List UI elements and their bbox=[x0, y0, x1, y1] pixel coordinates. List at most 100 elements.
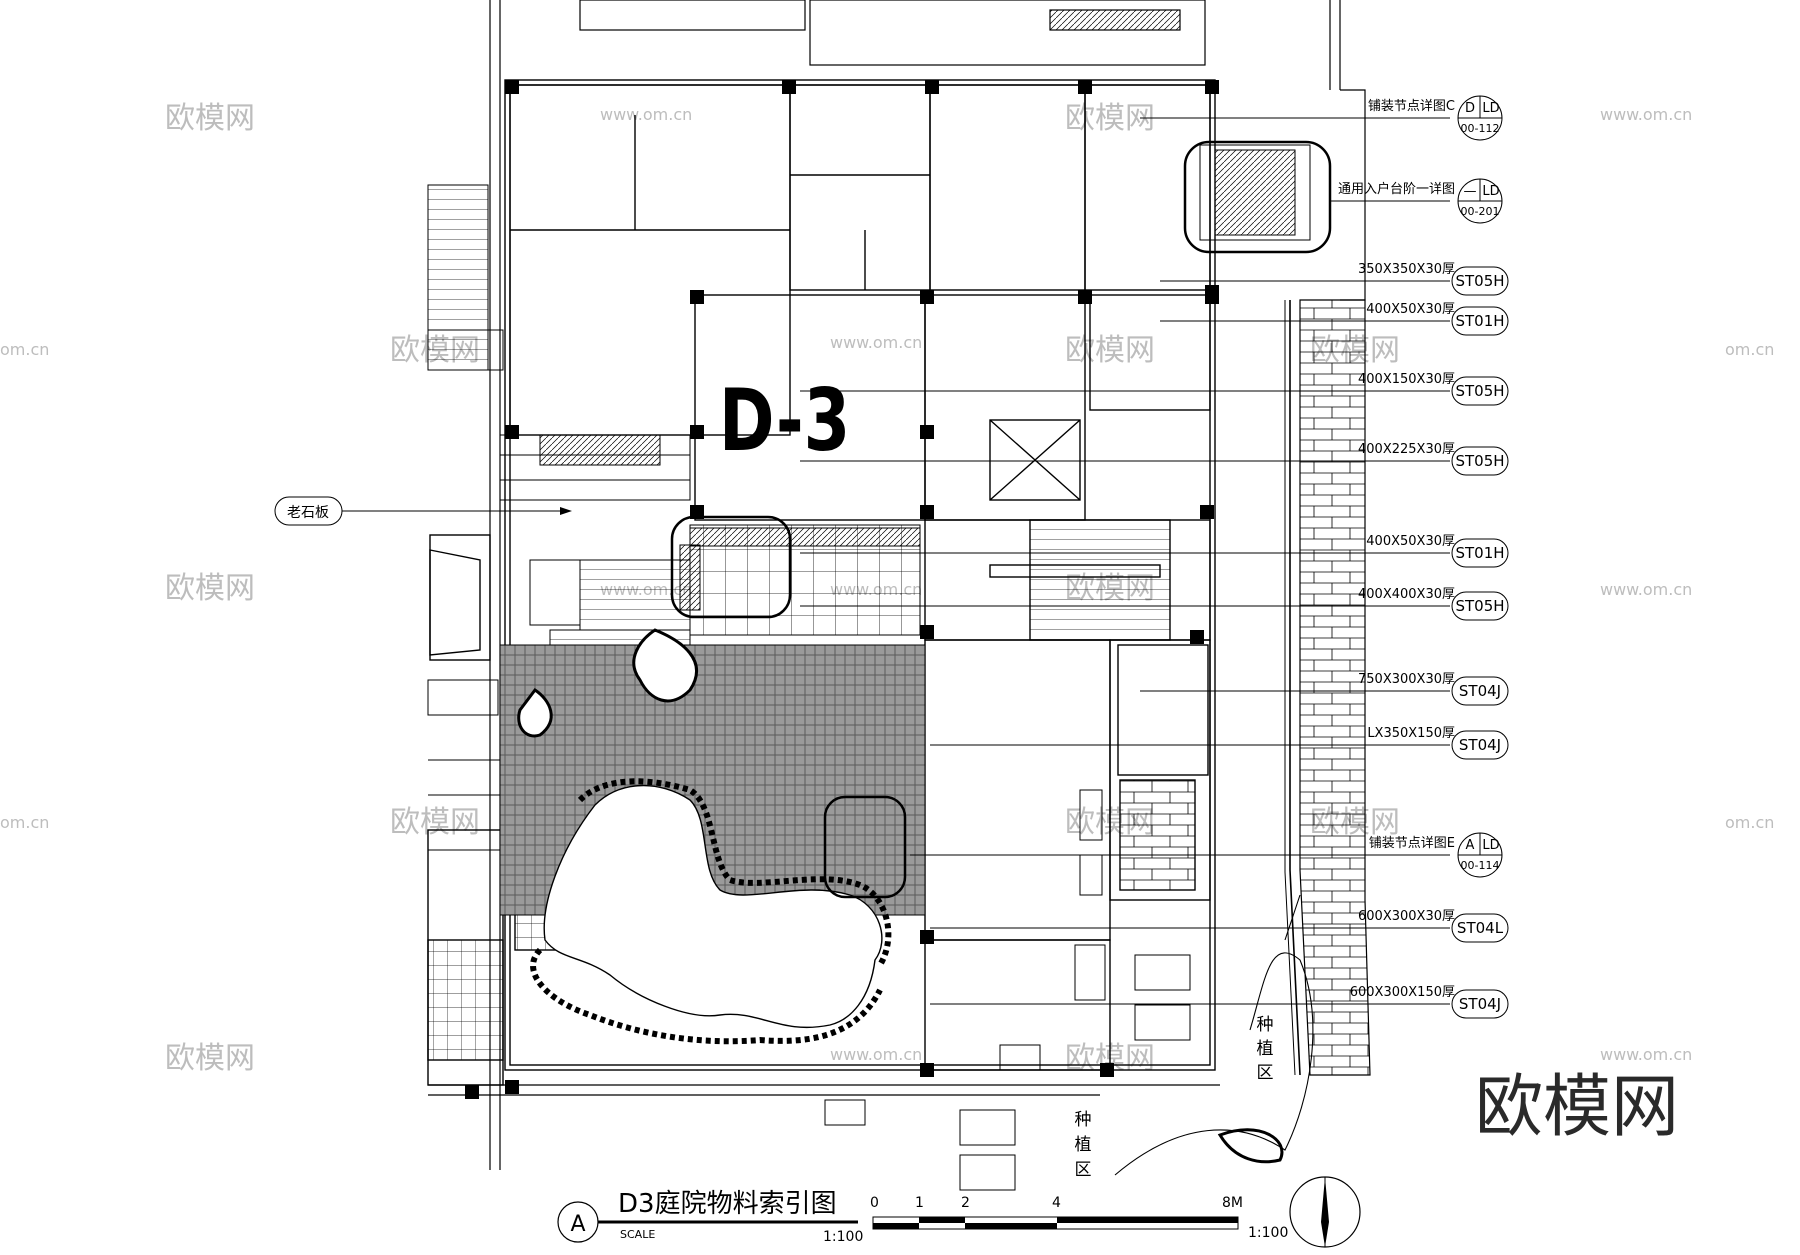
watermark-small-4: 欧模网 bbox=[165, 1041, 255, 1076]
material-code-pill-2 bbox=[1451, 266, 1509, 296]
column-19 bbox=[920, 1063, 934, 1077]
scale-tick-2: 2 bbox=[961, 1195, 970, 1211]
callout-label-10: 铺装节点详图E bbox=[1369, 836, 1455, 851]
planting-label-1-char-3: 区 bbox=[1257, 1063, 1274, 1083]
callout-0: 铺装节点详图C D LD 00-112 bbox=[1368, 95, 1503, 141]
material-code-6: ST01H bbox=[1455, 544, 1504, 562]
material-code-pill-11 bbox=[1451, 913, 1509, 943]
detail-bubble-left-0: D bbox=[1465, 101, 1475, 116]
column-20 bbox=[1100, 1063, 1114, 1077]
column-16 bbox=[920, 625, 934, 639]
material-code-pill-7 bbox=[1451, 591, 1509, 621]
watermark-url-0: www.om.cn bbox=[600, 105, 692, 124]
material-code-pill-6 bbox=[1451, 538, 1509, 568]
column-10 bbox=[505, 425, 519, 439]
watermark-url-7: www.om.cn bbox=[1600, 580, 1692, 599]
scale-tick-0: 0 bbox=[870, 1195, 879, 1211]
detail-bubble-right-0: LD bbox=[1482, 101, 1499, 116]
detail-highlights bbox=[670, 140, 1332, 899]
terrace-deck bbox=[499, 434, 921, 681]
brick-boundary-wall bbox=[1284, 299, 1371, 1076]
material-code-pill-3 bbox=[1451, 306, 1509, 336]
callout-label-5: 400X225X30厚 bbox=[1358, 442, 1455, 457]
callout-label-9: LX350X150厚 bbox=[1367, 726, 1455, 741]
watermark-url-2: www.om.cn bbox=[830, 333, 922, 352]
watermark-small-2: 欧模网 bbox=[165, 571, 255, 606]
planting-label-2-char-1: 种 bbox=[1075, 1110, 1092, 1130]
watermark-url-5: www.om.cn bbox=[830, 1045, 922, 1064]
material-code-pill-12 bbox=[1451, 989, 1509, 1019]
pond-rockery bbox=[517, 628, 892, 1045]
material-code-9: ST04J bbox=[1459, 736, 1501, 754]
scale-word: SCALE bbox=[620, 1228, 655, 1241]
column-14 bbox=[920, 505, 934, 519]
north-arrow bbox=[1289, 1176, 1361, 1248]
watermark-small-6: 欧模网 bbox=[1065, 333, 1155, 368]
material-code-7: ST05H bbox=[1455, 597, 1504, 615]
column-3 bbox=[1078, 80, 1092, 94]
planting-zone-labels: 种 植 区 种 植 区 bbox=[1075, 1015, 1274, 1180]
callout-label-2: 350X350X30厚 bbox=[1358, 262, 1455, 277]
planting-label-1-char-1: 种 bbox=[1257, 1015, 1274, 1035]
detail-bubble-sheet-0: 00-112 bbox=[1461, 122, 1500, 135]
column-15 bbox=[1200, 505, 1214, 519]
callout-label-4: 400X150X30厚 bbox=[1358, 372, 1455, 387]
column-8 bbox=[1078, 290, 1092, 304]
planting-label-2-char-2: 植 bbox=[1075, 1135, 1092, 1155]
watermark-url-8: www.om.cn bbox=[1600, 1045, 1692, 1064]
scale-bar: 0 1 2 4 8M 1:100 bbox=[870, 1195, 1288, 1241]
callout-label-3: 400X50X30厚 bbox=[1366, 302, 1455, 317]
scale-tick-8m: 8M bbox=[1222, 1195, 1243, 1211]
callout-label-12: 600X300X150厚 bbox=[1350, 985, 1455, 1000]
column-1 bbox=[782, 80, 796, 94]
left-callout-label: 老石板 bbox=[287, 505, 329, 521]
title-block: A D3庭院物料索引图 SCALE 1:100 bbox=[557, 1189, 863, 1245]
drawing-title: D3庭院物料索引图 bbox=[618, 1189, 837, 1219]
column-13 bbox=[690, 505, 704, 519]
column-7 bbox=[920, 290, 934, 304]
detail-bubble-sheet-10: 00-114 bbox=[1461, 859, 1500, 872]
scale-ratio: 1:100 bbox=[823, 1229, 863, 1245]
material-code-4: ST05H bbox=[1455, 382, 1504, 400]
detail-bubble-sheet-1: 00-201 bbox=[1461, 205, 1500, 218]
column-11 bbox=[690, 425, 704, 439]
planting-label-2-char-3: 区 bbox=[1075, 1160, 1092, 1180]
material-code-pill-8 bbox=[1451, 676, 1509, 706]
title-circle-letter: A bbox=[570, 1212, 585, 1237]
building-walls bbox=[427, 79, 1216, 1086]
column-2 bbox=[925, 80, 939, 94]
material-code-12: ST04J bbox=[1459, 995, 1501, 1013]
callout-12: 600X300X150厚 ST04J bbox=[1350, 985, 1509, 1019]
planting-label-1-char-2: 植 bbox=[1257, 1039, 1274, 1059]
kitchen-fixtures bbox=[824, 789, 1191, 1191]
scale-ratio-right: 1:100 bbox=[1248, 1225, 1288, 1241]
callout-label-0: 铺装节点详图C bbox=[1368, 99, 1455, 114]
column-21 bbox=[505, 1080, 519, 1094]
watermark-url-edge-0: om.cn bbox=[0, 340, 49, 359]
column-17 bbox=[1190, 630, 1204, 644]
material-code-8: ST04J bbox=[1459, 682, 1501, 700]
watermark-url-edge-2: om.cn bbox=[1725, 340, 1774, 359]
callout-label-11: 600X300X30厚 bbox=[1358, 909, 1455, 924]
watermark-url-edge-3: om.cn bbox=[1725, 813, 1774, 832]
material-code-3: ST01H bbox=[1455, 312, 1504, 330]
column-4 bbox=[1205, 80, 1219, 94]
column-9 bbox=[1205, 290, 1219, 304]
column-18 bbox=[920, 930, 934, 944]
callout-9: LX350X150厚 ST04J bbox=[1367, 726, 1509, 760]
detail-bubble-right-10: LD bbox=[1482, 838, 1499, 853]
material-code-pill-4 bbox=[1451, 376, 1509, 406]
watermark-small-0: 欧模网 bbox=[165, 101, 255, 136]
watermark-url-edge-1: om.cn bbox=[0, 813, 49, 832]
callout-label-1: 通用入户台阶一详图 bbox=[1338, 181, 1455, 197]
courtyard-paving bbox=[499, 644, 926, 916]
